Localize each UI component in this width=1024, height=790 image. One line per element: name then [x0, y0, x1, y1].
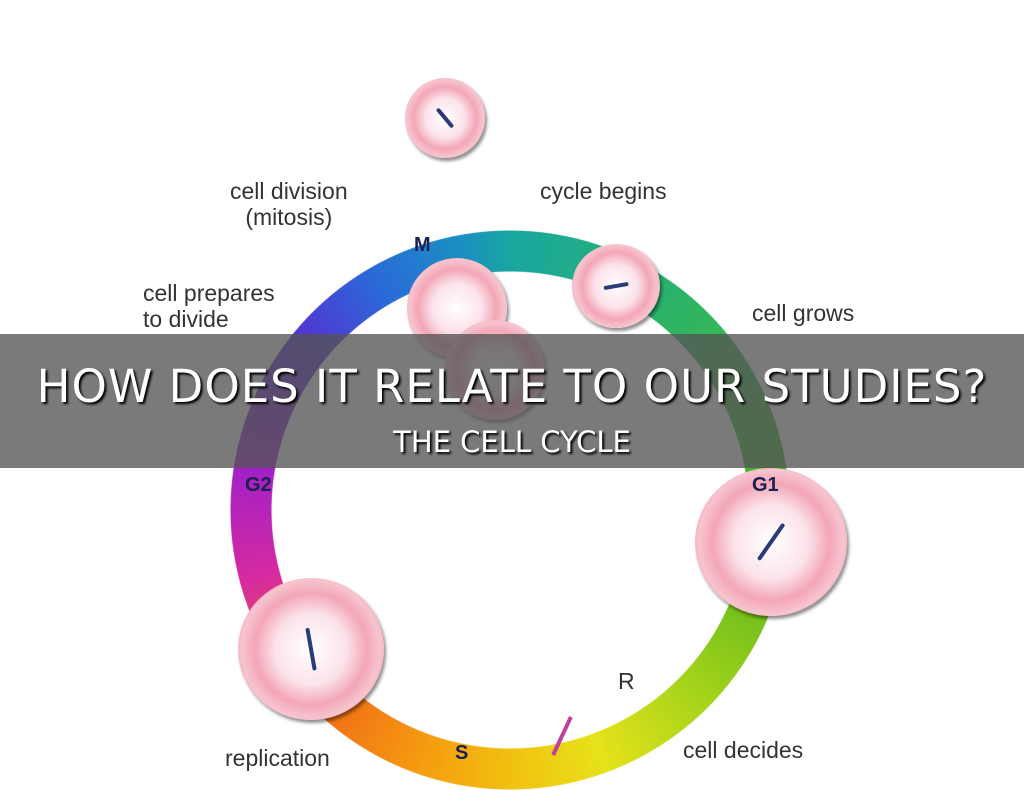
phase-g2: G2 — [245, 474, 272, 496]
label-cell-prepares: cell prepares to divide — [143, 280, 275, 332]
cell-late-g1 — [695, 468, 847, 616]
title-banner: HOW DOES IT RELATE TO OUR STUDIES? THE C… — [0, 334, 1024, 468]
phase-r: R — [618, 668, 635, 694]
phase-s: S — [455, 742, 469, 764]
label-cell-decides: cell decides — [683, 737, 804, 763]
label-cell-division: cell division (mitosis) — [230, 178, 348, 230]
phase-g1: G1 — [752, 474, 779, 496]
cell-s-phase — [238, 578, 384, 720]
phase-m: M — [414, 234, 431, 256]
cell-early-g1 — [572, 244, 660, 328]
label-cell-grows: cell grows — [752, 300, 855, 326]
cell-mitosis-daughter — [405, 78, 485, 158]
label-replication: replication — [225, 745, 330, 771]
slide-subtitle: THE CELL CYCLE — [393, 425, 631, 459]
slide-title: HOW DOES IT RELATE TO OUR STUDIES? — [36, 360, 988, 413]
label-cycle-begins: cycle begins — [540, 178, 667, 204]
